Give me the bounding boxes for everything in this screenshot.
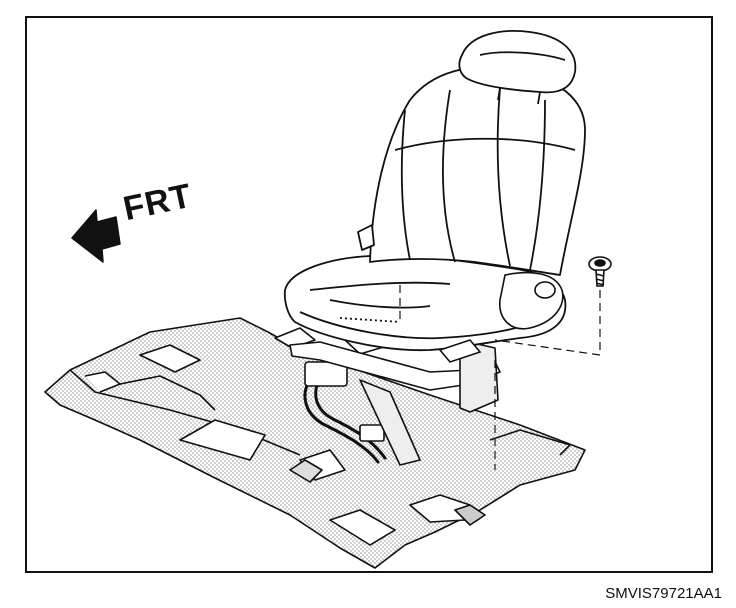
leader-lines: [399, 285, 601, 470]
seat-rails: [289, 339, 501, 466]
seat-cushion: [283, 254, 567, 352]
harness-connector: [304, 361, 385, 442]
illustration-frame: [25, 16, 713, 573]
headrest: [458, 30, 577, 105]
seat-harness: [303, 378, 387, 464]
front-direction-arrow-icon: [71, 209, 121, 263]
seat-back: [357, 66, 586, 276]
seat-bolt-icon: [588, 256, 612, 287]
figure-code: SMVIS79721AA1: [605, 585, 722, 602]
recliner-cover: [438, 271, 564, 363]
floor-pan: [44, 317, 586, 569]
